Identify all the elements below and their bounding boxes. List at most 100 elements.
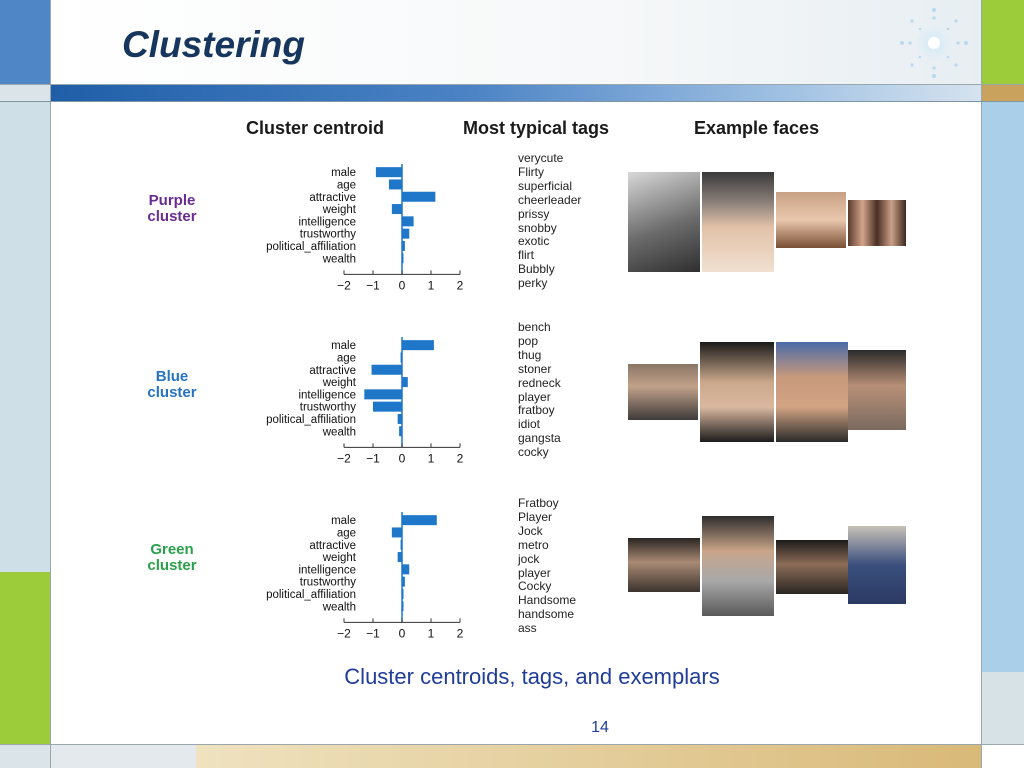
tag-item: pop [518,333,539,348]
tag-item: Fratboy [518,496,559,510]
tag-item: idiot [518,417,541,432]
tag-item: gangsta [518,431,561,446]
centroid-bar [402,216,414,227]
x-tick-label: 2 [457,278,464,292]
frame-block-right-middle [982,102,1024,672]
tag-item: stoner [518,361,552,376]
tag-item: Cocky [518,579,552,594]
attribute-label: male [331,167,356,179]
x-tick-label: 0 [399,626,406,640]
face-strip-purple [628,172,908,272]
frame-line [0,744,1024,745]
x-tick-label: 0 [399,278,406,292]
x-tick-label: 1 [428,626,435,640]
tag-item: superficial [518,178,573,193]
attribute-label: weight [322,552,357,564]
frame-line [0,101,1024,102]
tag-item: jock [518,551,540,566]
attribute-label: political_affiliation [266,414,356,426]
x-tick-label: −2 [337,451,351,465]
frame-block-bottom-right [982,744,1024,768]
centroid-bar [364,389,402,400]
cluster-label-blue: Blue cluster [118,369,226,401]
tag-item: ass [518,621,537,636]
centroid-bar [402,191,436,202]
header-band [50,84,982,102]
attribute-label: age [337,527,356,539]
centroid-chart-purple: maleageattractiveweightintelligencetrust… [266,164,464,292]
x-tick-label: 2 [457,626,464,640]
centroid-bar [399,426,402,437]
centroid-bar [402,240,405,251]
attribute-label: weight [322,377,357,389]
tag-item: bench [518,320,551,334]
x-tick-label: 2 [457,451,464,465]
x-tick-label: 1 [428,451,435,465]
attribute-label: age [337,352,356,364]
tag-item: redneck [518,375,561,390]
tag-item: snobby [518,220,557,235]
centroid-bar [373,401,402,412]
tag-item: Bubbly [518,262,555,277]
cluster-name-line1: Purple [148,192,196,209]
slide-title: Clustering [122,24,305,65]
face-strip-green [628,516,908,616]
attribute-label: intelligence [298,564,356,576]
tag-item: flirt [518,248,534,263]
frame-block-left-middle [0,102,50,572]
tag-item: exotic [518,234,550,249]
x-tick-label: −2 [337,278,351,292]
title-area [50,0,982,84]
face-photo [776,540,848,594]
tag-item: prissy [518,206,550,221]
centroid-bar [391,527,402,538]
cluster-name-line1: Blue [155,368,189,385]
slide-caption: Cluster centroids, tags, and exemplars [344,664,720,689]
centroid-bar [371,364,402,375]
x-tick-label: −1 [366,626,380,640]
tag-item: metro [518,537,549,552]
centroid-bar [397,413,402,424]
tag-item: fratboy [518,403,555,418]
face-photo [628,538,700,592]
centroid-chart-blue: maleageattractiveweightintelligencetrust… [266,337,464,465]
frame-line [981,0,982,768]
centroid-bar [402,377,408,388]
face-photo [702,172,774,272]
centroid-bar [402,564,410,575]
centroid-bar [375,167,402,178]
footer-left [50,744,196,768]
attribute-label: political_affiliation [266,241,356,253]
x-tick-label: −1 [366,278,380,292]
tag-item: cocky [518,445,549,460]
centroid-bar [388,179,402,190]
attribute-label: wealth [322,253,356,265]
cluster-name-line2: cluster [147,208,197,225]
cluster-label-green: Green cluster [118,542,226,574]
face-photo [776,192,846,248]
tag-item: perky [518,276,548,291]
footer-band [196,744,982,768]
attribute-label: weight [322,204,357,216]
x-tick-label: −1 [366,451,380,465]
centroid-bar [402,515,437,526]
attribute-label: wealth [322,426,356,438]
centroid-bar [397,552,402,563]
face-strip-blue [628,342,908,442]
sparkle-icon [900,8,968,78]
face-photo [776,342,848,442]
face-photo [628,172,700,272]
attribute-label: trustworthy [300,577,356,589]
attribute-label: age [337,179,356,191]
header-cluster-centroid: Cluster centroid [246,118,385,138]
tag-item: player [518,389,551,404]
frame-block-top-left [0,0,50,84]
cluster-name-line2: cluster [147,384,197,401]
tag-item: player [518,565,551,580]
tag-item: Jock [518,523,543,538]
attribute-label: attractive [309,540,356,552]
attribute-label: attractive [309,192,356,204]
x-tick-label: 1 [428,278,435,292]
